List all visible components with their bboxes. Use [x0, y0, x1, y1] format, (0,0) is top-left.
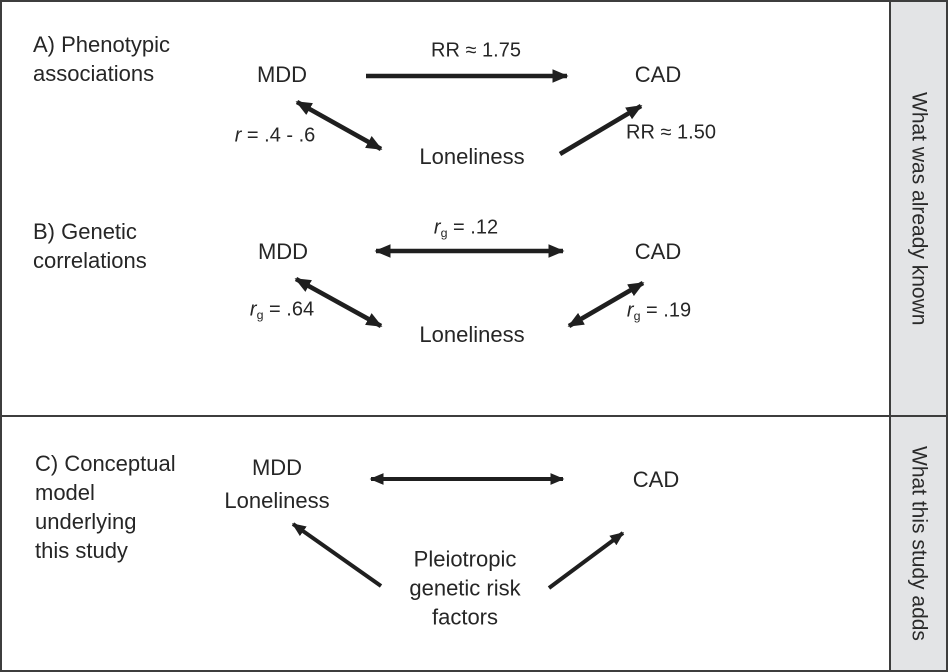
panel-c-title-line3: underlying [35, 509, 137, 534]
panel-c-title-line1: C) Conceptual [35, 451, 176, 476]
panel-c-node-mdd-loneliness: MDD Loneliness [224, 451, 329, 517]
panel-a-node-loneliness: Loneliness [419, 144, 525, 169]
panel-c-node-cad: CAD [632, 467, 680, 492]
panel-b-rg-value-1: = .12 [447, 216, 499, 239]
pleiotropic-line1: Pleiotropic [413, 546, 517, 572]
panel-c-title-line4: this study [35, 538, 128, 563]
panel-a-edge-label-loneliness-cad: RR ≈ 1.50 [626, 121, 716, 144]
horizontal-divider [2, 415, 946, 417]
pleiotropic-line3: factors [431, 604, 499, 630]
pleiotropic-line2: genetic risk [409, 575, 521, 601]
panel-b-rg-sub-2: g [256, 308, 264, 323]
panel-b-title-line2: correlations [33, 248, 147, 273]
panel-b-rg-sub-3: g [633, 309, 641, 324]
panel-a-r-value: = .4 - .6 [241, 124, 316, 147]
panel-a-title-line1: A) Phenotypic [33, 32, 170, 57]
panel-c-title: C) Conceptual model underlying this stud… [35, 449, 176, 565]
sidebar-bottom-label: What this study adds [907, 446, 931, 641]
panel-a-edge-label-mdd-loneliness: r = .4 - .6 [235, 125, 316, 148]
panel-c-node-mdd: MDD [251, 455, 303, 480]
panel-a-title: A) Phenotypic associations [33, 30, 170, 88]
panel-c-title-line2: model [35, 480, 95, 505]
panel-a-title-line2: associations [33, 61, 155, 86]
panel-c-node-loneliness: Loneliness [224, 488, 330, 513]
panel-b-rg-value-2: = .64 [263, 298, 315, 321]
sidebar-top-label: What was already known [907, 91, 931, 326]
arrow-c-pleiotropic-to-mddloneliness [291, 522, 383, 588]
panel-b-node-loneliness: Loneliness [419, 322, 525, 347]
panel-b-rg-symbol-3: r [626, 299, 634, 322]
panel-b-node-mdd: MDD [257, 239, 309, 264]
panel-b-rg-value-3: = .19 [640, 299, 692, 322]
panel-b-title: B) Genetic correlations [33, 217, 147, 275]
panel-a-node-cad: CAD [634, 62, 682, 87]
panel-b-node-cad: CAD [634, 239, 682, 264]
panel-a-node-mdd: MDD [256, 62, 308, 87]
panel-b-edge-label-mdd-loneliness: rg = .64 [250, 299, 314, 322]
panel-a-r-symbol: r [234, 124, 242, 147]
panel-b-edge-label-mdd-cad: rg = .12 [434, 217, 498, 240]
panel-b-rg-symbol-2: r [249, 298, 257, 321]
panel-b-rg-sub-1: g [440, 226, 448, 241]
panel-b-edge-label-loneliness-cad: rg = .19 [627, 300, 691, 323]
panel-a-edge-label-mdd-cad: RR ≈ 1.75 [431, 39, 521, 62]
arrow-c-pleiotropic-to-cad [547, 531, 625, 590]
panel-c-node-pleiotropic: Pleiotropic genetic risk factors [409, 545, 520, 632]
sidebar-top-cell: What was already known [889, 2, 946, 415]
sidebar-bottom-cell: What this study adds [889, 417, 946, 670]
panel-b-title-line1: B) Genetic [33, 219, 137, 244]
panel-b-rg-symbol-1: r [433, 216, 441, 239]
